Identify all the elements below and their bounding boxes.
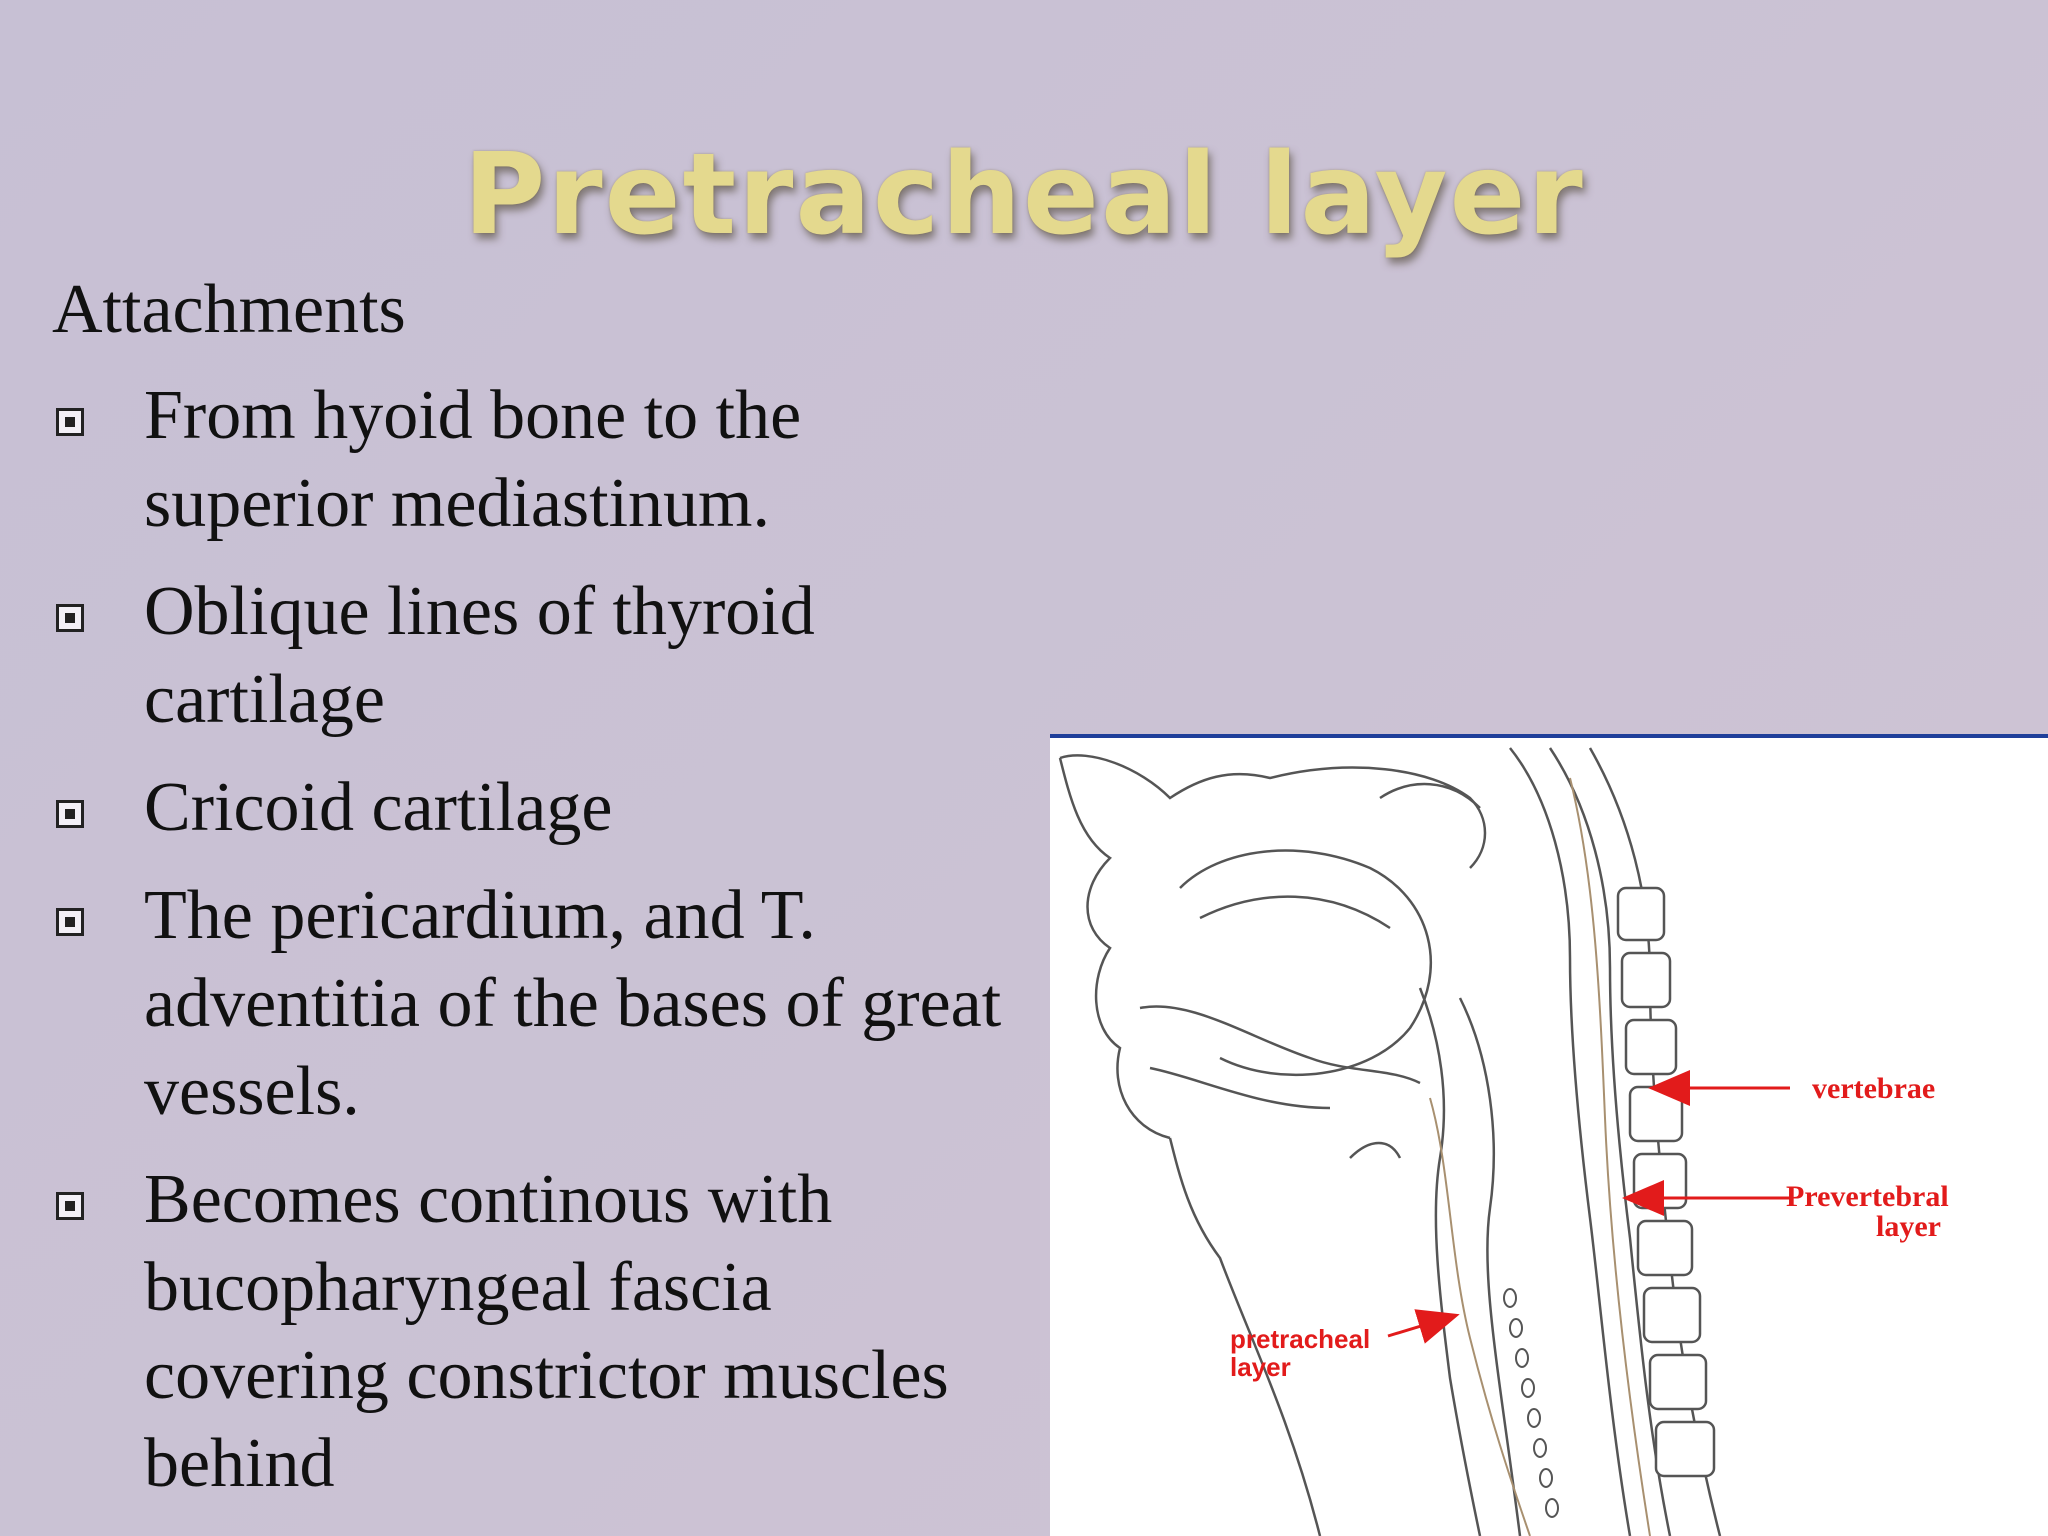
prevertebral-label-line1: Prevertebral — [1786, 1180, 1949, 1213]
square-bullet-icon — [56, 800, 84, 828]
diagram-labels: vertebrae Prevertebral layer pretracheal… — [1230, 1070, 1949, 1382]
diagram-svg: vertebrae Prevertebral layer pretracheal… — [1058, 747, 1949, 1536]
vertebrae-label: vertebrae — [1812, 1072, 1935, 1105]
attachments-heading: Attachments — [52, 271, 406, 348]
bullet-item: Oblique lines of thyroid cartilage — [52, 568, 1012, 744]
bullet-text: Becomes continous with bucopharyngeal fa… — [144, 1161, 949, 1502]
bullet-item: Becomes continous with bucopharyngeal fa… — [52, 1156, 1012, 1508]
trachea-rings — [1503, 1288, 1559, 1518]
bullet-list: From hyoid bone to the superior mediasti… — [52, 372, 1012, 1528]
bullet-text: Cricoid cartilage — [144, 769, 613, 846]
bullet-text: The pericardium, and T. adventitia of th… — [144, 877, 1002, 1130]
fascia-lines — [1429, 777, 1651, 1536]
bullet-text: Oblique lines of thyroid cartilage — [144, 573, 815, 738]
bullet-item: The pericardium, and T. adventitia of th… — [52, 872, 1012, 1136]
pretracheal-label-line2: layer — [1230, 1352, 1291, 1382]
neck-sagittal-diagram: vertebrae Prevertebral layer pretracheal… — [1050, 734, 2048, 1536]
bullet-item: Cricoid cartilage — [52, 764, 1012, 852]
square-bullet-icon — [56, 604, 84, 632]
square-bullet-icon — [56, 408, 84, 436]
vertebral-bodies — [1616, 886, 1716, 1478]
bullet-text: From hyoid bone to the superior mediasti… — [144, 377, 802, 542]
slide-title: Pretracheal layer — [463, 130, 1585, 260]
pretracheal-arrow — [1387, 1309, 1460, 1344]
square-bullet-icon — [56, 908, 84, 936]
anatomy-outline — [1058, 747, 1722, 1536]
bullet-item: From hyoid bone to the superior mediasti… — [52, 372, 1012, 548]
pretracheal-label-line1: pretracheal — [1230, 1324, 1370, 1354]
square-bullet-icon — [56, 1192, 84, 1220]
prevertebral-label-line2: layer — [1876, 1210, 1941, 1243]
